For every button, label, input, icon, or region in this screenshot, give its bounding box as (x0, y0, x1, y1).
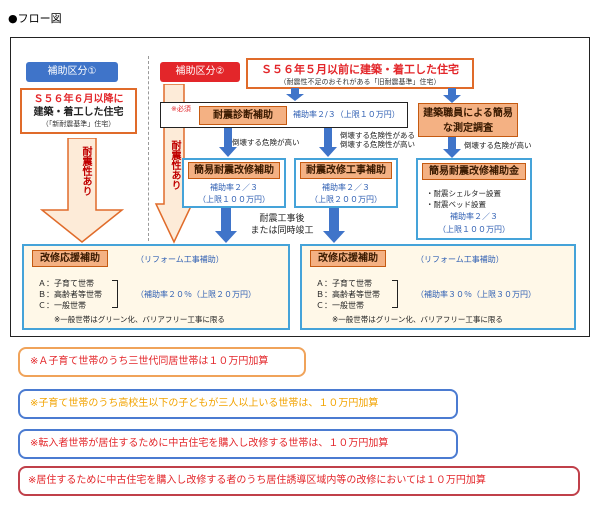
category-1-badge: 補助区分① (26, 62, 118, 82)
post-1981-sub: （「新耐震基準」住宅） (41, 120, 116, 128)
renov-left-brace (112, 280, 118, 308)
renov-left-title: 改修応援補助 (32, 250, 108, 267)
danger-possible-label: 倒壊する危険性がある 倒壊する危険性が高い (340, 131, 424, 149)
renov-right-sub: （リフォーム工事補助） (416, 255, 504, 264)
simple-survey-box: 建築職員による簡易 な測定調査 (418, 103, 518, 137)
renov-left-note: ※一般世帯はグリーン化、バリアフリー工事に限る (54, 315, 225, 324)
grant-rate: 補助率２／３ (450, 212, 498, 221)
renovation-support-box-right: 改修応援補助 （リフォーム工事補助） Ａ：子育て世帯 Ｂ：高齢者等世帯 Ｃ：一般… (300, 244, 576, 330)
grant-item-shelter: ・耐震シェルター設置 (426, 189, 501, 198)
arrow-to-diagnosis (286, 88, 304, 101)
grant-title: 簡易耐震改修補助金 (422, 163, 526, 180)
note-residential-zone: ※居住するために中古住宅を購入し改修する者のうち居住誘導区域内等の改修においては… (18, 466, 580, 496)
simple-survey-line2: な測定調査 (443, 123, 493, 134)
danger-possible-line2: 倒壊する危険性が高い (340, 140, 415, 149)
left-down-arrow (40, 138, 124, 243)
simple-retrofit-rate: 補助率２／３ (210, 183, 258, 192)
retrofit-work-cap: （上限２００万円） (310, 195, 382, 204)
arrow-diag-to-simple (219, 128, 237, 157)
retrofit-work-title: 耐震改修工事補助 (300, 162, 392, 179)
simple-retrofit-box: 簡易耐震改修補助 補助率２／３ （上限１００万円） (182, 158, 286, 208)
retrofit-work-rate: 補助率２／３ (322, 183, 370, 192)
category-divider (148, 56, 149, 241)
renov-left-rate: （補助率２０％（上限２０万円） (136, 290, 256, 299)
after-work-line2: または同時竣工 (250, 226, 314, 236)
flow-frame (10, 37, 590, 337)
arrow-to-survey (443, 88, 461, 103)
grant-cap: （上限１００万円） (438, 225, 510, 234)
danger-high-left-label: 倒壊する危険が高い (232, 138, 300, 147)
renov-left-a: Ａ：子育て世帯 (38, 279, 94, 288)
renov-left-b: Ｂ：高齢者等世帯 (38, 290, 102, 299)
diagnosis-rate: 補助率２/３（上限１０万円） (293, 110, 400, 119)
arrow-work-to-renov (323, 208, 345, 243)
pre-1981-house-box: Ｓ５６年５月以前に建築・着工した住宅 （耐震性不足のおそれがある「旧耐震基準」住… (246, 58, 474, 89)
category-2-badge: 補助区分② (160, 62, 240, 82)
arrow-survey-to-gold (443, 137, 461, 158)
after-work-line1: 耐震工事後 (259, 214, 305, 224)
simple-retrofit-title: 簡易耐震改修補助 (188, 162, 280, 179)
renov-right-a: Ａ：子育て世帯 (316, 279, 372, 288)
post-1981-house-box: Ｓ５６年６月以降に 建築・着工した住宅 （「新耐震基準」住宅） (20, 88, 137, 134)
renovation-support-box-left: 改修応援補助 （リフォーム工事補助） Ａ：子育て世帯 Ｂ：高齢者等世帯 Ｃ：一般… (22, 244, 290, 330)
pre-1981-line1: Ｓ５６年５月以前に建築・着工した住宅 (261, 63, 459, 76)
danger-high-right-label: 倒壊する危険が高い (464, 141, 532, 150)
grant-item-bed: ・耐震ベッド設置 (426, 200, 486, 209)
renov-left-sub: （リフォーム工事補助） (136, 255, 224, 264)
post-1981-line2: 建築・着工した住宅 (33, 107, 124, 118)
required-mark: ※必須 (171, 105, 191, 113)
retrofit-work-box: 耐震改修工事補助 補助率２／３ （上限２００万円） (294, 158, 398, 208)
renov-left-c: Ｃ：一般世帯 (38, 301, 86, 310)
note-three-children: ※子育て世帯のうち高校生以下の子どもが三人以上いる世帯は、１０万円加算 (18, 389, 458, 419)
seismic-diagnosis-box: ※必須 耐震診断補助 補助率２/３（上限１０万円） (160, 102, 408, 128)
after-work-label: 耐震工事後 または同時竣工 (240, 213, 324, 237)
simple-retrofit-grant-box: 簡易耐震改修補助金 ・耐震シェルター設置 ・耐震ベッド設置 補助率２／３ （上限… (416, 158, 532, 240)
renov-right-brace (392, 280, 398, 308)
diagnosis-title: 耐震診断補助 (199, 106, 287, 125)
renov-right-b: Ｂ：高齢者等世帯 (316, 290, 380, 299)
pre-1981-sub: （耐震性不足のおそれがある「旧耐震基準」住宅） (279, 78, 441, 86)
post-1981-line1: Ｓ５６年６月以降に (33, 94, 124, 105)
renov-right-title: 改修応援補助 (310, 250, 386, 267)
arrow-simple-to-renov (215, 208, 237, 243)
middle-arrow-label: 耐震性あり (169, 140, 180, 190)
danger-possible-line1: 倒壊する危険性がある (340, 131, 415, 140)
arrow-diag-to-work (319, 128, 337, 157)
renov-right-rate: （補助率３０％（上限３０万円） (416, 290, 536, 299)
left-arrow-label: 耐震性あり (80, 146, 91, 196)
simple-retrofit-cap: （上限１００万円） (198, 195, 270, 204)
page-title: ●フロー図 (8, 12, 62, 25)
simple-survey-line1: 建築職員による簡易 (423, 108, 513, 119)
renov-right-c: Ｃ：一般世帯 (316, 301, 364, 310)
note-three-generation: ※Ａ子育て世帯のうち三世代同居世帯は１０万円加算 (18, 347, 306, 377)
renov-right-note: ※一般世帯はグリーン化、バリアフリー工事に限る (332, 315, 503, 324)
note-relocating-household: ※転入者世帯が居住するために中古住宅を購入し改修する世帯は、１０万円加算 (18, 429, 458, 459)
